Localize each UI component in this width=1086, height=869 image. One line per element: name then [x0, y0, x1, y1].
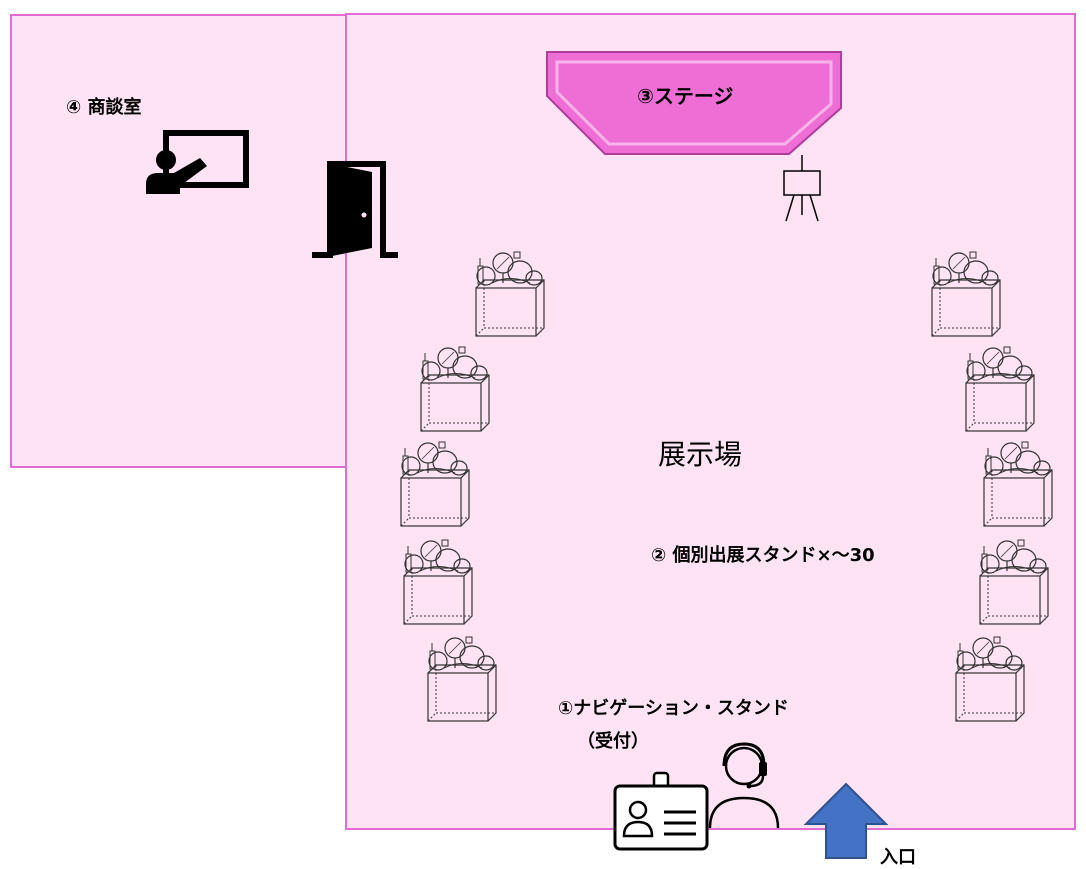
- meeting-room: [10, 14, 348, 468]
- exhibition-stand-icon: [979, 539, 1049, 625]
- exhibition-stand-icon: [400, 441, 470, 527]
- id-card-icon: [613, 771, 709, 851]
- stage: [546, 51, 842, 155]
- headset-operator-icon: [708, 742, 780, 829]
- entrance-label: 入口: [880, 847, 916, 868]
- exhibition-stand-icon: [475, 251, 545, 337]
- exhibition-stand-icon: [427, 636, 497, 722]
- navigation-stand-sublabel: （受付）: [577, 731, 649, 752]
- exhibition-stand-icon: [983, 441, 1053, 527]
- stage-label: ③ステージ: [637, 84, 734, 108]
- exhibition-stand-icon: [420, 346, 490, 432]
- exhibition-stand-icon: [965, 346, 1035, 432]
- meeting-room-label: ④ 商談室: [66, 97, 142, 118]
- exhibition-stand-icon: [403, 539, 473, 625]
- exhibition-hall-label: 展示場: [658, 438, 743, 471]
- exhibition-stand-icon: [955, 636, 1025, 722]
- easel-icon: [783, 155, 821, 222]
- navigation-stand-label: ①ナビゲーション・スタンド: [558, 698, 789, 719]
- entrance-arrow-icon: [803, 782, 889, 859]
- stands-label: ② 個別出展スタンド×〜30: [651, 545, 875, 566]
- exhibition-stand-icon: [931, 251, 1001, 337]
- door-icon: [312, 161, 398, 258]
- presentation-icon: [146, 130, 249, 194]
